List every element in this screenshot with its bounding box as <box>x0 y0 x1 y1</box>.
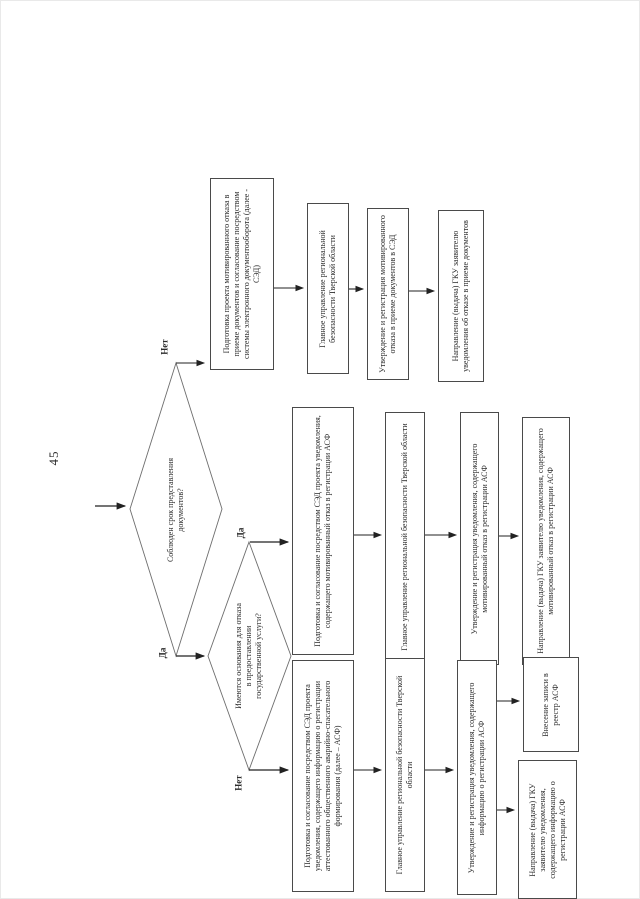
page-number-text: 45 <box>45 450 61 466</box>
decision-deadline-met: Соблюден срок представления документов? <box>153 400 199 620</box>
branch-label-text: Нет <box>159 339 170 355</box>
box-approve-register-refusal-notice: Утверждение и регистрация уведомления, с… <box>460 412 499 665</box>
box-prepare-refusal-accept-docs: Подготовка проекта мотивированного отказ… <box>210 178 274 370</box>
branch-label-text: Да <box>235 527 246 539</box>
decision-label: Имеются основания для отказа в предостав… <box>234 603 263 709</box>
box-send-refusal-registration-notice: Направление (выдача) ГКУ заявителю уведо… <box>522 417 570 665</box>
box-regional-security-directorate-1: Главное управление региональной безопасн… <box>307 203 349 374</box>
box-label: Направление (выдача) ГКУ заявителю уведо… <box>536 428 555 654</box>
box-prepare-refusal-registration-notice: Подготовка и согласование посредством СЭ… <box>292 407 354 655</box>
box-approve-register-info-notice: Утверждение и регистрация уведомления, с… <box>457 660 497 895</box>
box-regional-security-directorate-2: Главное управление региональной безопасн… <box>385 412 425 662</box>
box-label: Направление (выдача) ГКУ заявителю уведо… <box>451 220 470 372</box>
label-d1-no: Нет <box>152 328 178 366</box>
decision-refusal-grounds: Имеются основания для отказа в предостав… <box>229 570 269 742</box>
box-label: Подготовка и согласование посредством СЭ… <box>313 415 332 647</box>
box-send-registration-info-notice: Направление (выдача) ГКУ заявителю уведо… <box>518 760 577 899</box>
box-label: Главное управление региональной безопасн… <box>400 423 409 651</box>
box-label: Подготовка и согласование посредством СЭ… <box>303 680 342 872</box>
box-label: Внесение записи в реестр АСФ <box>541 672 560 737</box>
decision-label: Соблюден срок представления документов? <box>166 457 185 563</box>
box-label: Главное управление региональной безопасн… <box>395 675 414 875</box>
box-label: Утверждение и регистрация уведомления, с… <box>469 443 489 634</box>
branch-label-text: Нет <box>233 775 244 791</box>
box-prepare-registration-info-notice: Подготовка и согласование посредством СЭ… <box>292 660 354 892</box>
box-label: Главное управление региональной безопасн… <box>318 229 337 348</box>
page-number: 45 <box>40 440 68 476</box>
box-label: Утверждение и регистрация мотивированног… <box>378 215 397 373</box>
box-approve-register-refusal-sed: Утверждение и регистрация мотивированног… <box>367 208 409 380</box>
box-label: Подготовка проекта мотивированного отказ… <box>222 189 261 359</box>
box-label: Направление (выдача) ГКУ заявителю уведо… <box>527 780 567 879</box>
branch-label-text: Да <box>157 647 168 659</box>
box-send-refusal-accept-notice: Направление (выдача) ГКУ заявителю уведо… <box>438 210 484 382</box>
box-label: Утверждение и регистрация уведомления, с… <box>467 682 486 873</box>
label-d2-yes: Да <box>228 518 254 548</box>
box-registry-entry: Внесение записи в реестр АСФ <box>523 657 579 752</box>
label-d1-yes: Да <box>150 638 176 668</box>
label-d2-no: Нет <box>226 764 252 802</box>
box-regional-security-directorate-3: Главное управление региональной безопасн… <box>385 658 425 892</box>
